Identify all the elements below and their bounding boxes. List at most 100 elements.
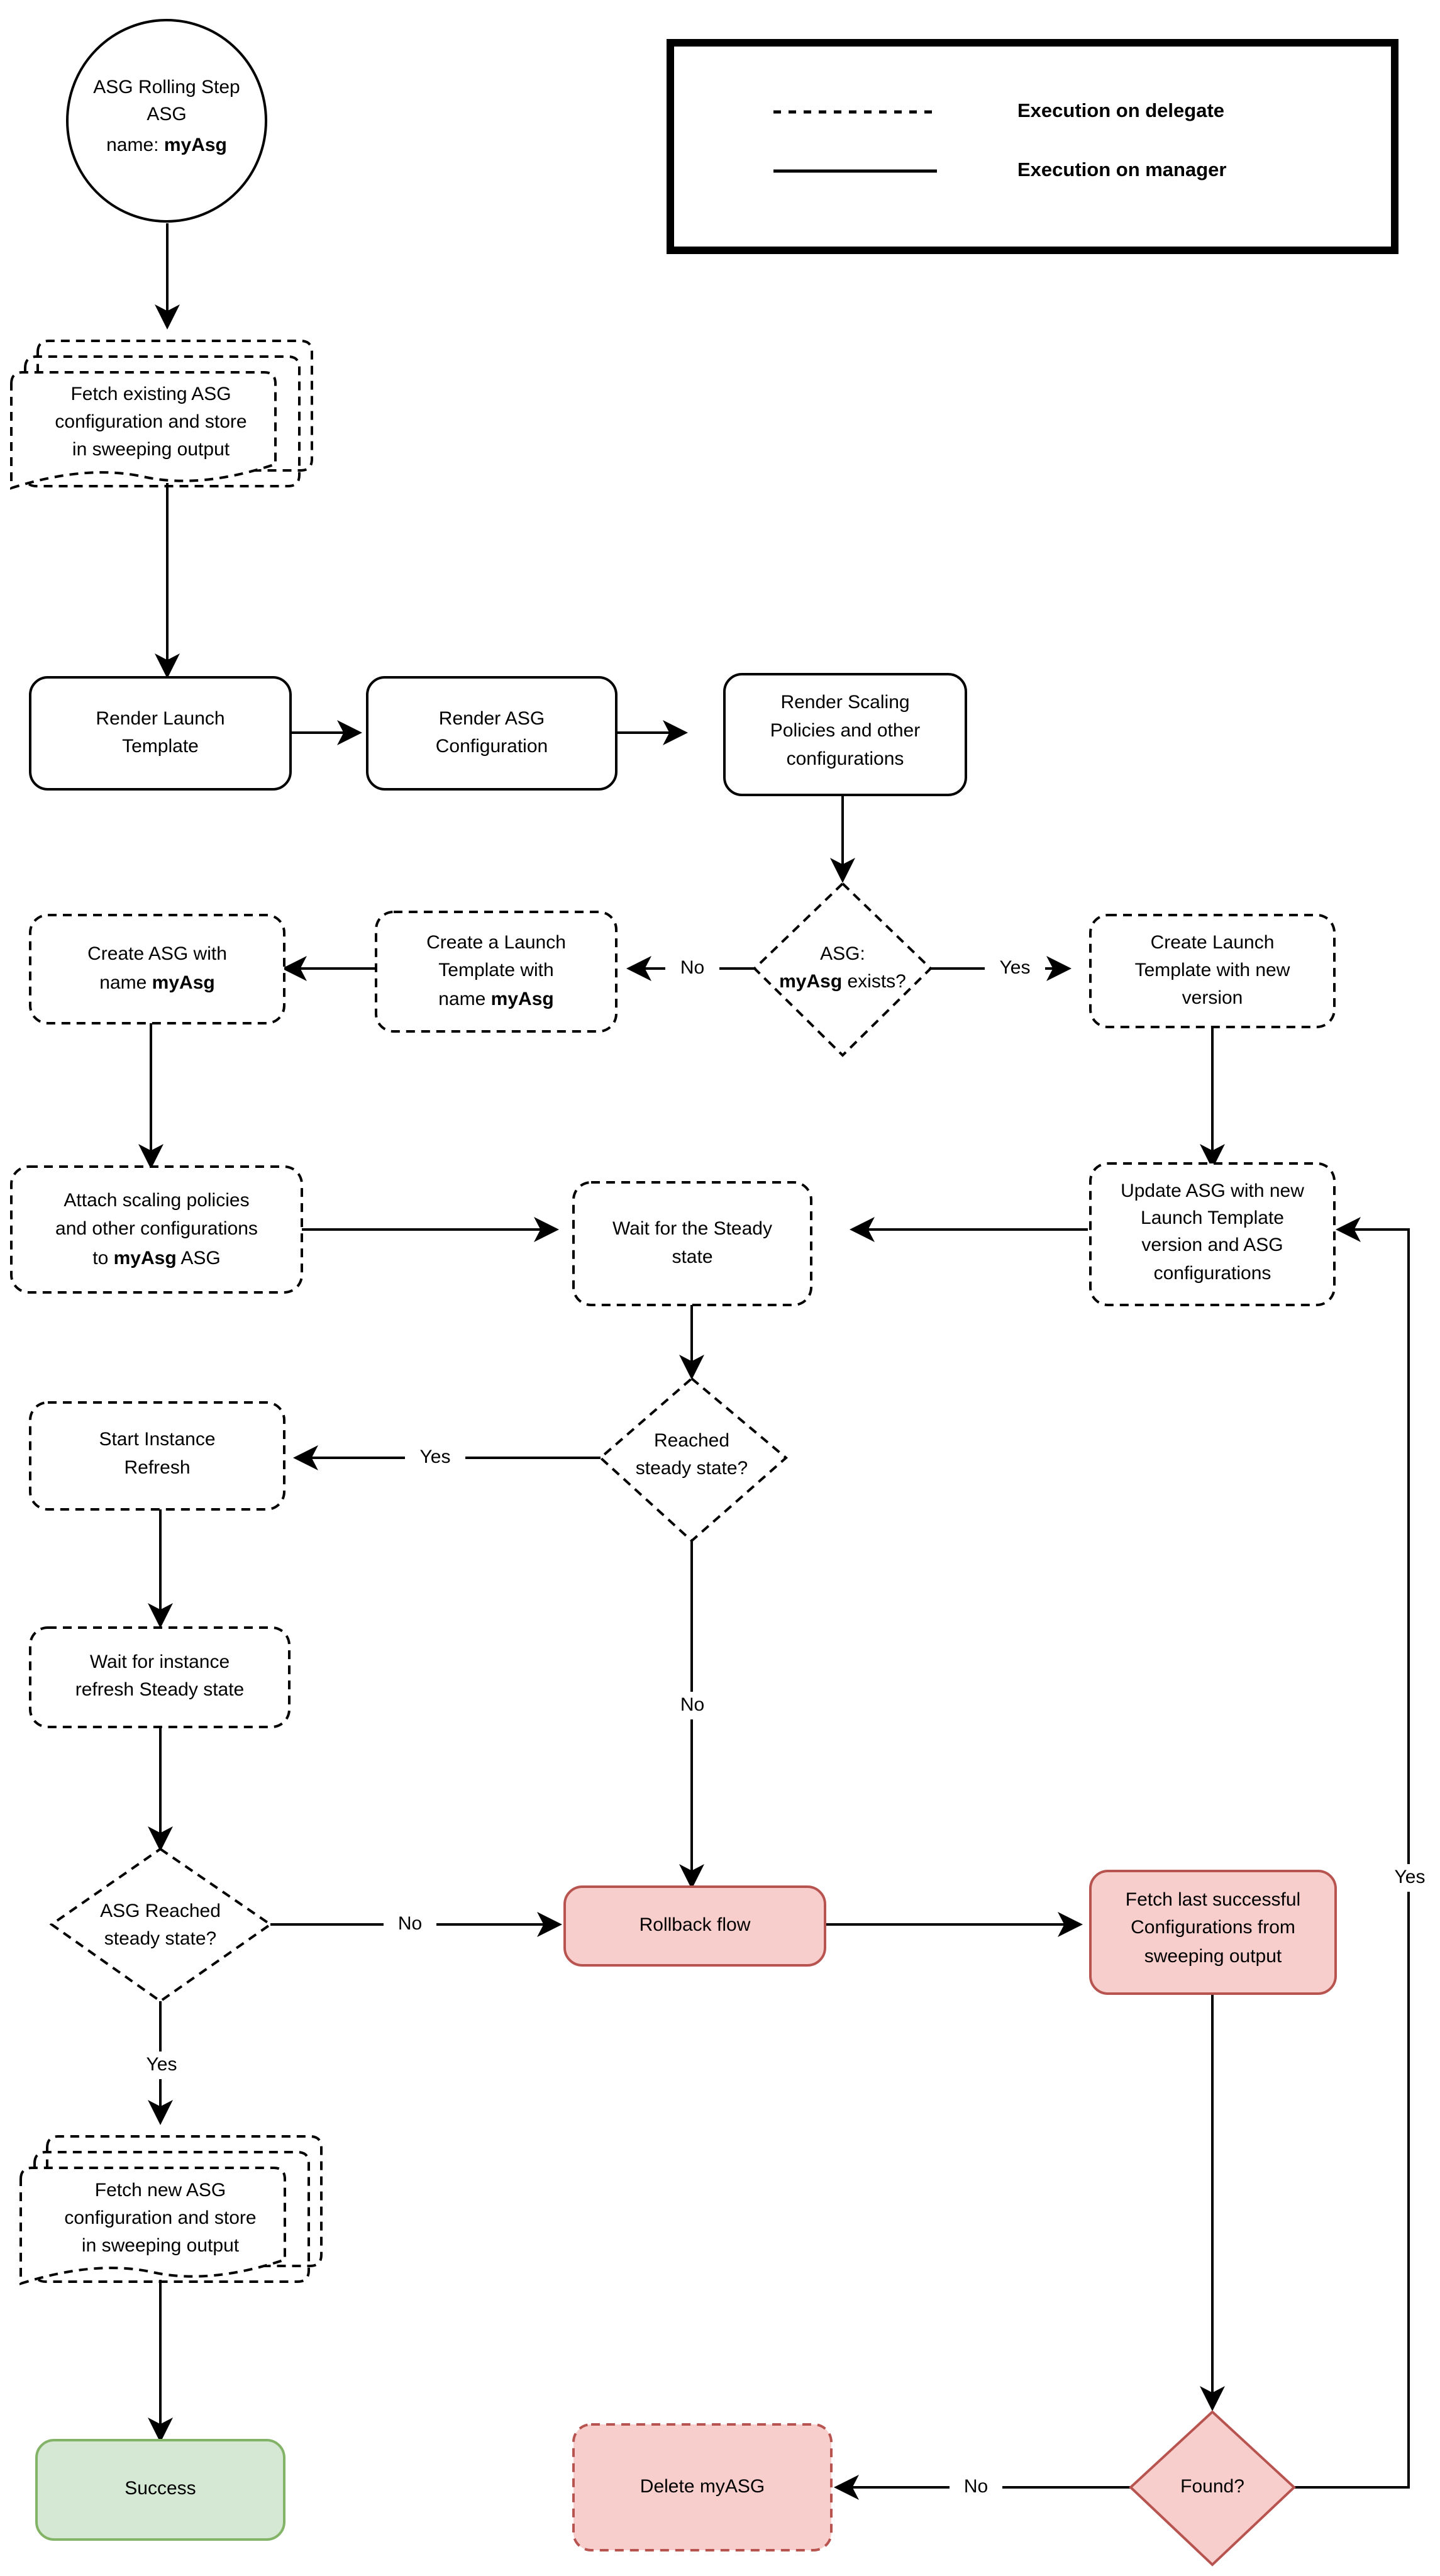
- create-lt-new-rect: [1089, 914, 1336, 1028]
- rollback-flow-label: Rollback flow: [640, 1914, 751, 1935]
- label-bg-asg-reached-yes: [132, 2051, 191, 2079]
- create-a-lt-line2: Template with: [438, 960, 553, 980]
- asg-reached-diamond: [49, 1847, 273, 2003]
- found-diamond: [1129, 2410, 1296, 2567]
- start-refresh-line2: Refresh: [124, 1457, 190, 1478]
- create-asg-line2: name myAsg: [99, 972, 214, 993]
- render-scaling-rect: [723, 673, 967, 796]
- label-found-yes: Yes: [1395, 1867, 1426, 1887]
- wait-refresh-line1: Wait for instance: [90, 1652, 230, 1672]
- label-bg-asg-exists-yes: [985, 955, 1045, 982]
- update-asg-rect: [1089, 1162, 1336, 1306]
- node-wait-instance-refresh[interactable]: Wait for instance refresh Steady state: [29, 1626, 291, 1728]
- node-fetch-new-asg-config[interactable]: Fetch new ASG configuration and store in…: [19, 2135, 323, 2285]
- start-line3-prefix: name:: [106, 135, 164, 155]
- node-success[interactable]: Success: [35, 2439, 285, 2541]
- reached-steady-line2: steady state?: [636, 1458, 748, 1479]
- asg-exists-line2: myAsg exists?: [779, 971, 906, 992]
- fetch-last-line2: Configurations from: [1131, 1917, 1295, 1938]
- found-label: Found?: [1180, 2476, 1244, 2497]
- wait-steady-line2: state: [672, 1246, 712, 1267]
- render-asg-line2: Configuration: [436, 736, 548, 757]
- node-asg-exists-decision[interactable]: ASG: myAsg exists?: [753, 882, 933, 1057]
- attach-line3-bold: myAsg: [114, 1248, 177, 1269]
- label-asg-exists-no: No: [680, 957, 704, 978]
- node-create-launch-template-new-version[interactable]: Create Launch Template with new version: [1089, 914, 1336, 1028]
- fetch-new-line3: in sweeping output: [82, 2235, 240, 2256]
- fetch-existing-line2: configuration and store: [55, 411, 246, 432]
- wait-steady-line1: Wait for the Steady: [612, 1218, 772, 1239]
- label-asg-reached-yes: Yes: [147, 2054, 177, 2075]
- node-asg-reached-steady-decision[interactable]: ASG Reached steady state?: [49, 1847, 273, 2003]
- fetch-existing-doc-mid: [24, 355, 301, 487]
- render-scaling-line1: Render Scaling: [780, 692, 909, 713]
- success-rect: [35, 2439, 285, 2541]
- node-start-instance-refresh[interactable]: Start Instance Refresh: [29, 1401, 285, 1511]
- fetch-new-doc-mid: [33, 2151, 310, 2283]
- node-create-asg[interactable]: Create ASG with name myAsg: [29, 914, 285, 1024]
- node-rollback-flow[interactable]: Rollback flow: [563, 1885, 826, 1967]
- label-reached-steady-yes: Yes: [420, 1446, 451, 1467]
- create-asg-prefix: name: [99, 972, 152, 993]
- start-line3-bold: myAsg: [164, 135, 227, 155]
- asg-exists-diamond: [753, 882, 933, 1057]
- create-a-lt-line1: Create a Launch: [426, 932, 566, 953]
- create-asg-line1: Create ASG with: [87, 943, 227, 964]
- node-render-asg-configuration[interactable]: Render ASG Configuration: [366, 676, 618, 791]
- attach-line1: Attach scaling policies: [64, 1190, 249, 1211]
- update-asg-line2: Launch Template: [1141, 1208, 1284, 1228]
- render-scaling-line2: Policies and other: [770, 720, 920, 741]
- fetch-existing-line1: Fetch existing ASG: [70, 384, 231, 404]
- asg-exists-bold: myAsg: [779, 971, 842, 992]
- legend: Execution on delegate Execution on manag…: [667, 39, 1398, 254]
- start-line1: ASG Rolling Step: [93, 77, 240, 97]
- node-attach-scaling-policies[interactable]: Attach scaling policies and other config…: [10, 1165, 303, 1294]
- label-bg-asg-reached-no: [384, 1911, 436, 1938]
- edge-labels: No Yes Yes No No Yes No Yes: [132, 955, 1440, 2501]
- reached-steady-line1: Reached: [654, 1430, 729, 1451]
- label-bg-found-no: [950, 2473, 1002, 2501]
- legend-label-manager: Execution on manager: [1017, 158, 1226, 180]
- node-create-a-launch-template[interactable]: Create a Launch Template with name myAsg: [375, 911, 618, 1033]
- attach-policies-rect: [10, 1165, 303, 1294]
- node-update-asg[interactable]: Update ASG with new Launch Template vers…: [1089, 1162, 1336, 1306]
- fetch-last-rect: [1089, 1870, 1337, 1995]
- node-render-scaling-policies[interactable]: Render Scaling Policies and other config…: [723, 673, 967, 796]
- attach-line3-prefix: to: [92, 1248, 113, 1269]
- create-lt-new-line3: version: [1182, 987, 1243, 1008]
- asg-exists-line1: ASG:: [820, 943, 865, 964]
- node-found-decision[interactable]: Found?: [1129, 2410, 1296, 2567]
- render-lt-line2: Template: [122, 736, 199, 757]
- create-a-lt-bold: myAsg: [491, 989, 554, 1009]
- fetch-new-doc-front: [19, 2167, 286, 2285]
- node-render-launch-template[interactable]: Render Launch Template: [29, 676, 292, 791]
- node-wait-for-steady-state[interactable]: Wait for the Steady state: [572, 1181, 812, 1306]
- render-lt-rect: [29, 676, 292, 791]
- delete-myasg-rect: [572, 2423, 833, 2551]
- node-reached-steady-state-decision[interactable]: Reached steady state?: [598, 1377, 789, 1543]
- asg-reached-line2: steady state?: [104, 1928, 216, 1949]
- node-delete-myasg[interactable]: Delete myASG: [572, 2423, 833, 2551]
- asg-exists-rest: exists?: [842, 971, 906, 992]
- start-ellipse: [66, 19, 267, 223]
- fetch-new-line2: configuration and store: [64, 2207, 256, 2228]
- node-fetch-existing-asg[interactable]: Fetch existing ASG configuration and sto…: [10, 340, 313, 490]
- fetch-existing-doc-front: [10, 371, 277, 490]
- node-start[interactable]: ASG Rolling Step ASG name: myAsg: [66, 19, 267, 223]
- success-label: Success: [125, 2478, 196, 2499]
- rollback-flow-rect: [563, 1885, 826, 1967]
- render-asg-line1: Render ASG: [439, 708, 545, 729]
- label-found-no: No: [964, 2476, 988, 2497]
- node-fetch-last-successful-configs[interactable]: Fetch last successful Configurations fro…: [1089, 1870, 1337, 1995]
- fetch-last-line3: sweeping output: [1144, 1946, 1282, 1967]
- edge-found-yes-feedback: [1294, 1217, 1410, 2489]
- update-asg-line4: configurations: [1154, 1263, 1271, 1284]
- update-asg-line3: version and ASG: [1141, 1235, 1283, 1255]
- wait-refresh-line2: refresh Steady state: [75, 1679, 244, 1700]
- reached-steady-diamond: [598, 1377, 789, 1543]
- label-bg-found-yes: [1381, 1864, 1440, 1892]
- start-refresh-line1: Start Instance: [99, 1429, 215, 1450]
- label-bg-asg-exists-no: [665, 955, 719, 982]
- label-asg-exists-yes: Yes: [1000, 957, 1031, 978]
